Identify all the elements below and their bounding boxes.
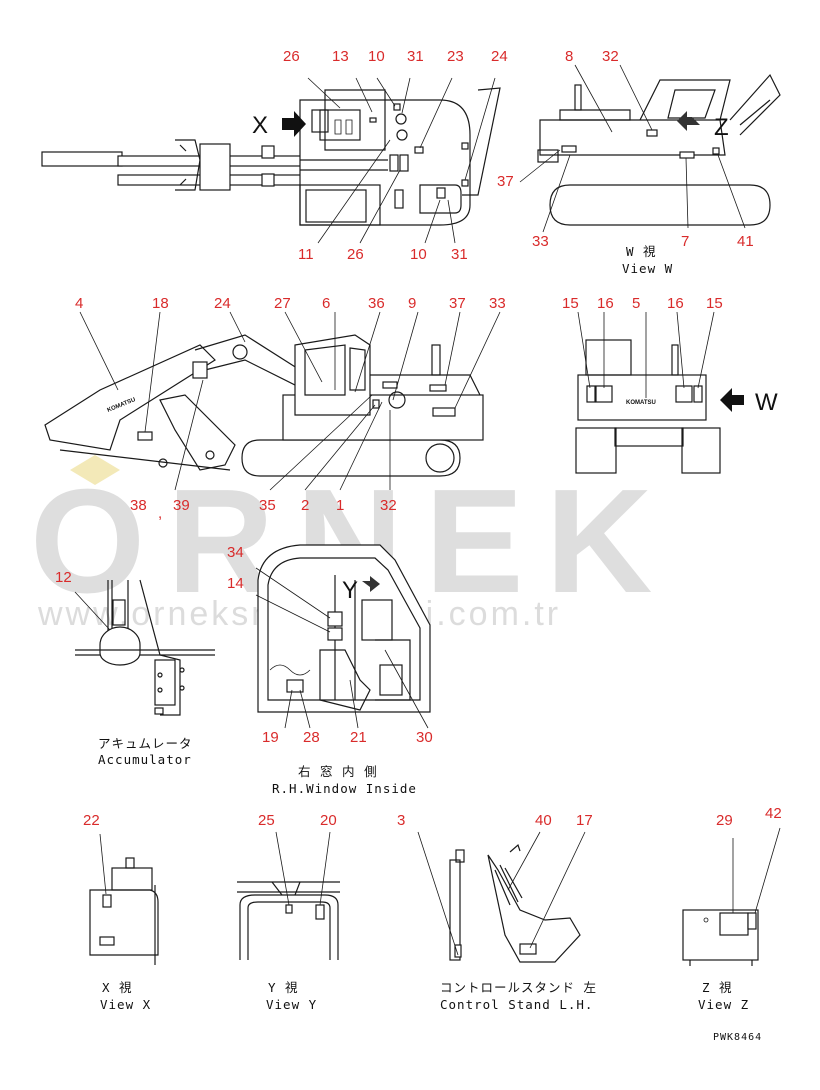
callout-8: 8: [565, 48, 573, 65]
callout-37b: 37: [449, 295, 466, 312]
callout-22: 22: [83, 812, 100, 829]
top-view-callouts: 26 13 10 31 23 24 11 26 10 31: [283, 48, 508, 263]
view-z-caption-jp: Z 視: [702, 980, 733, 995]
view-y-caption-jp: Y 視: [268, 980, 299, 995]
view-w-drawing: Z W 視 View W: [519, 64, 781, 276]
accumulator-caption-jp: アキュムレータ: [98, 736, 193, 751]
callout-13: 13: [332, 48, 349, 65]
control-callouts: 3 40 17: [397, 812, 593, 829]
view-x-caption-en: View X: [100, 997, 151, 1012]
view-z-drawing: Z 視 View Z: [682, 827, 781, 1012]
callout-9: 9: [408, 295, 416, 312]
callout-10b: 10: [410, 246, 427, 263]
callout-27: 27: [274, 295, 291, 312]
callout-comma: ,: [158, 505, 162, 522]
callout-31b: 31: [451, 246, 468, 263]
view-x-drawing: X 視 View X: [89, 833, 159, 1012]
control-caption-jp: コントロールスタンド 左: [440, 980, 597, 995]
callout-16b: 16: [667, 295, 684, 312]
rear-brand-text: KOMATSU: [626, 400, 656, 406]
window-caption-en: R.H.Window Inside: [272, 781, 417, 796]
callout-26b: 26: [347, 246, 364, 263]
view-w-arrow-icon: [720, 388, 744, 412]
callout-19: 19: [262, 729, 279, 746]
callout-31a: 31: [407, 48, 424, 65]
callout-2: 2: [301, 497, 309, 514]
callout-1: 1: [336, 497, 344, 514]
watermark-logo-mark: [70, 455, 120, 485]
callout-15b: 15: [706, 295, 723, 312]
callout-33b: 33: [489, 295, 506, 312]
callout-3: 3: [397, 812, 405, 829]
callout-39: 39: [173, 497, 190, 514]
window-view: Y 右 窓 内 側 R.H.Window Inside: [255, 544, 431, 796]
callout-41: 41: [737, 233, 754, 250]
accumulator-view: アキュムレータ Accumulator: [74, 579, 215, 767]
window-callouts: 34 14 19 28 21 30: [227, 544, 433, 746]
view-y-arrow-icon: [362, 576, 380, 592]
callout-26a: 26: [283, 48, 300, 65]
callout-24b: 24: [214, 295, 231, 312]
callout-17: 17: [576, 812, 593, 829]
callout-35: 35: [259, 497, 276, 514]
callout-29: 29: [716, 812, 733, 829]
top-view: X: [41, 77, 501, 244]
accumulator-callouts: 12: [55, 569, 72, 586]
view-z-letter: Z: [714, 114, 729, 141]
view-z-callouts: 29 42: [716, 805, 782, 829]
callout-37a: 37: [497, 173, 514, 190]
callout-10a: 10: [368, 48, 385, 65]
callout-5: 5: [632, 295, 640, 312]
callout-34: 34: [227, 544, 244, 561]
control-stand-drawing: コントロールスタンド 左 Control Stand L.H.: [417, 831, 597, 1012]
callout-42: 42: [765, 805, 782, 822]
callout-11: 11: [298, 246, 314, 263]
view-x-callouts: 22: [83, 812, 100, 829]
view-w-callouts: 8 32 37 33 7 41: [497, 48, 754, 250]
view-z-caption-en: View Z: [698, 997, 749, 1012]
view-y-drawing: Y 視 View Y: [237, 831, 340, 1012]
callout-38: 38: [130, 497, 147, 514]
view-x-arrow-icon: [282, 111, 306, 137]
callout-32b: 32: [380, 497, 397, 514]
callout-15a: 15: [562, 295, 579, 312]
view-y-callouts: 25 20: [258, 812, 337, 829]
callout-25: 25: [258, 812, 275, 829]
callout-23: 23: [447, 48, 464, 65]
view-x-letter: X: [252, 112, 268, 139]
callout-14: 14: [227, 575, 244, 592]
accumulator-caption-en: Accumulator: [98, 752, 192, 767]
callout-16a: 16: [597, 295, 614, 312]
callout-28: 28: [303, 729, 320, 746]
callout-12: 12: [55, 569, 72, 586]
callout-24a: 24: [491, 48, 508, 65]
callout-7: 7: [681, 233, 689, 250]
callout-32a: 32: [602, 48, 619, 65]
callout-30: 30: [416, 729, 433, 746]
side-view: KOMATSU: [44, 311, 501, 491]
rear-view: KOMATSU W: [575, 311, 778, 474]
callout-20: 20: [320, 812, 337, 829]
callout-21: 21: [350, 729, 367, 746]
view-y-caption-en: View Y: [266, 997, 317, 1012]
callout-40: 40: [535, 812, 552, 829]
view-y-letter: Y: [342, 577, 358, 604]
view-w-caption-jp: W 視: [626, 244, 657, 259]
view-z-arrow-icon: [677, 111, 700, 131]
control-caption-en: Control Stand L.H.: [440, 997, 593, 1012]
window-caption-jp: 右 窓 内 側: [298, 764, 378, 779]
side-view-callouts: 4 18 24 27 6 36 9 37 33 38 , 39 35 2 1 3…: [75, 295, 506, 522]
rear-view-callouts: 15 16 5 16 15: [562, 295, 723, 312]
view-x-caption-jp: X 視: [102, 980, 133, 995]
view-w-caption-en: View W: [622, 261, 673, 276]
drawing-code: PWK8464: [713, 1032, 762, 1043]
callout-6: 6: [322, 295, 330, 312]
callout-33a: 33: [532, 233, 549, 250]
callout-36: 36: [368, 295, 385, 312]
callout-4: 4: [75, 295, 83, 312]
view-w-letter: W: [755, 389, 778, 416]
callout-18: 18: [152, 295, 169, 312]
